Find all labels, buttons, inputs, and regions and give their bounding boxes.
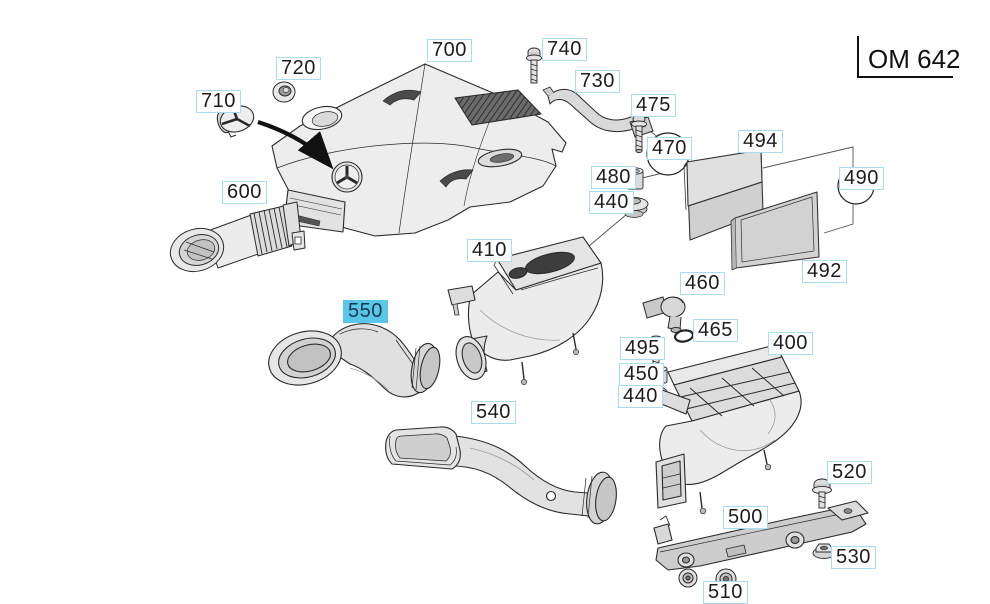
part-label-470[interactable]: 470 — [647, 137, 692, 160]
part-label-465[interactable]: 465 — [693, 319, 738, 342]
part-label-740[interactable]: 740 — [542, 38, 587, 61]
part-bolt-520 — [812, 478, 832, 509]
diagram-code: OM 642 — [857, 36, 961, 78]
part-label-520[interactable]: 520 — [827, 461, 872, 484]
part-star-emblem-710 — [216, 105, 334, 170]
part-oring-465 — [673, 329, 695, 343]
part-label-440-lower[interactable]: 440 — [618, 385, 663, 408]
part-label-700[interactable]: 700 — [427, 39, 472, 62]
part-label-500[interactable]: 500 — [723, 506, 768, 529]
part-label-492[interactable]: 492 — [802, 260, 847, 283]
part-label-490[interactable]: 490 — [839, 167, 884, 190]
part-label-720[interactable]: 720 — [276, 57, 321, 80]
part-engine-cover-700 — [271, 63, 567, 237]
part-label-600[interactable]: 600 — [222, 181, 267, 204]
part-label-410[interactable]: 410 — [467, 239, 512, 262]
part-label-460[interactable]: 460 — [680, 272, 725, 295]
part-label-495[interactable]: 495 — [620, 337, 665, 360]
part-label-440-upper[interactable]: 440 — [589, 191, 634, 214]
exploded-view-stage: 700 720 710 600 740 730 475 470 480 440 … — [169, 36, 961, 604]
part-bolt-740 — [526, 47, 542, 84]
part-label-550-highlighted[interactable]: 550 — [343, 300, 388, 323]
exploded-parts-drawing — [169, 47, 875, 590]
part-label-730[interactable]: 730 — [575, 70, 620, 93]
part-air-filter-492 — [730, 191, 820, 271]
part-intake-pipe-550 — [268, 323, 441, 398]
part-label-450[interactable]: 450 — [619, 363, 664, 386]
part-label-540[interactable]: 540 — [471, 401, 516, 424]
part-label-510-clipped[interactable]: 510 — [703, 581, 748, 604]
part-intake-duct-600 — [169, 201, 306, 273]
part-label-475[interactable]: 475 — [631, 94, 676, 117]
part-label-400[interactable]: 400 — [768, 332, 813, 355]
part-maf-sensor-460 — [642, 296, 686, 334]
part-filter-housing-410 — [447, 236, 604, 385]
part-label-710[interactable]: 710 — [196, 90, 241, 113]
part-filter-housing-400 — [655, 344, 802, 515]
part-support-bracket-500 — [653, 500, 869, 571]
part-label-494[interactable]: 494 — [738, 130, 783, 153]
part-bolt-475 — [631, 114, 647, 153]
part-label-480[interactable]: 480 — [591, 166, 636, 189]
part-grommet-720 — [272, 81, 296, 103]
part-nut-530 — [812, 543, 836, 559]
part-label-530[interactable]: 530 — [831, 546, 876, 569]
part-intake-duct-540 — [385, 426, 617, 525]
